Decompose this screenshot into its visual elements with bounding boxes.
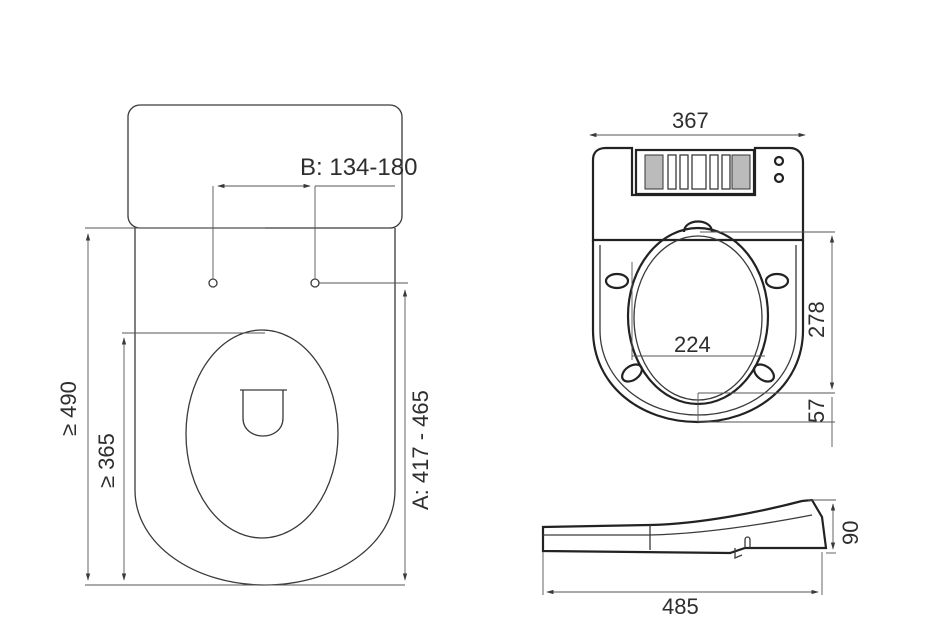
bowl-opening <box>185 329 339 539</box>
dim-hole-to-front: A: 417 - 465 <box>408 390 433 510</box>
dim-side-height: 90 <box>838 520 863 545</box>
fixing-hole-right <box>310 278 320 288</box>
fixing-hole-left <box>208 278 218 288</box>
installation-top-view <box>85 104 408 586</box>
dim-hole-spacing: B: 134-180 <box>300 154 418 181</box>
seat-top-view <box>589 132 835 447</box>
seat-profile <box>541 498 828 555</box>
seat-side-view <box>541 498 836 595</box>
dim-seat-width: 367 <box>672 108 709 133</box>
dim-min-length-bowl: ≥ 365 <box>94 433 119 488</box>
indicator-icon-2 <box>773 172 785 184</box>
seat-opening <box>626 226 770 406</box>
dim-front-offset: 57 <box>804 398 829 423</box>
drain-outline <box>240 389 287 437</box>
dim-seat-length: 278 <box>804 301 829 338</box>
dim-min-length-total: ≥ 490 <box>56 381 81 436</box>
bowl-outline <box>134 228 396 586</box>
control-panel <box>634 148 756 196</box>
indicator-icon-1 <box>773 155 785 167</box>
dim-side-length: 485 <box>662 594 699 619</box>
dim-inner-width: 224 <box>674 332 711 357</box>
